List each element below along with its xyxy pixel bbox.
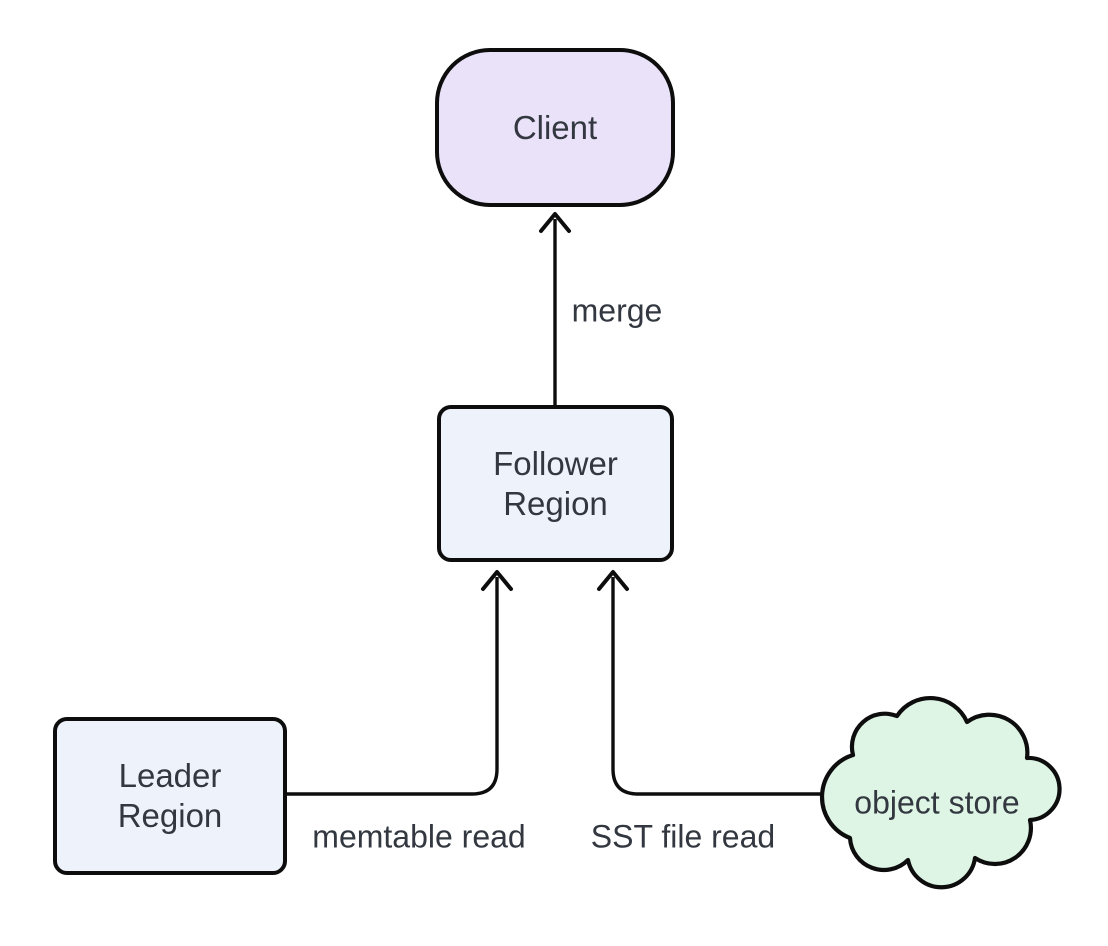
node-client-label: Client: [512, 108, 598, 146]
node-object-store-label: object store: [854, 784, 1020, 821]
node-leader-region-label-line1: Leader: [118, 757, 222, 794]
edge-sst-file-read: [611, 577, 836, 796]
edge-memtable-read: [286, 577, 499, 796]
edge-label-sst-file-read: SST file read: [586, 818, 780, 856]
edge-label-merge: merge: [567, 292, 667, 330]
node-leader-region: Leader Region: [53, 717, 287, 875]
node-follower-region-label-line2: Region: [503, 484, 608, 522]
arrowhead-sst-file-read-icon: [597, 570, 629, 591]
arrowhead-merge-icon: [539, 212, 571, 233]
edge-label-memtable-read: memtable read: [308, 818, 530, 856]
arrowhead-memtable-read-icon: [481, 570, 513, 591]
node-leader-region-label-line2: Region: [117, 797, 223, 834]
node-object-store: [819, 695, 1062, 890]
node-client: Client: [435, 48, 675, 207]
node-follower-region-label-line1: Follower: [493, 444, 618, 482]
node-follower-region: Follower Region: [437, 405, 674, 562]
